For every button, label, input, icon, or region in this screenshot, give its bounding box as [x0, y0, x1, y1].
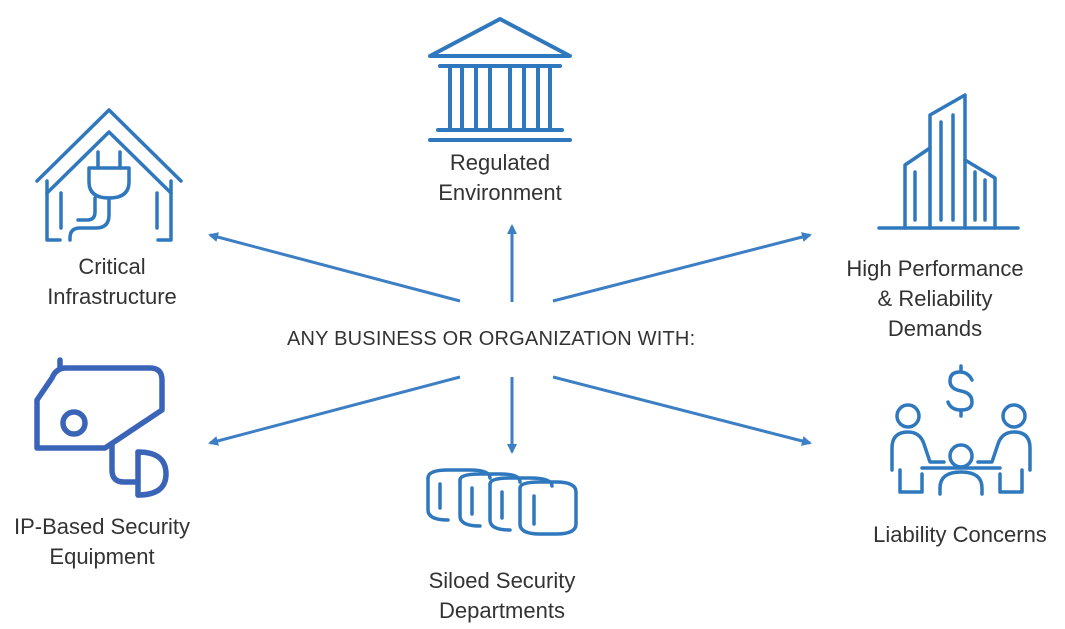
label-ip-based-security: IP-Based Security Equipment — [2, 512, 202, 572]
label-line: Regulated — [449, 150, 551, 175]
security-camera-icon — [34, 357, 169, 498]
label-liability-concerns: Liability Concerns — [855, 520, 1065, 550]
label-line: Environment — [438, 180, 562, 205]
label-line: & Reliability — [877, 286, 993, 311]
arrow-to-high-performance — [552, 232, 812, 303]
label-critical-infrastructure: Critical Infrastructure — [22, 252, 202, 312]
silo-cylinders-icon — [426, 468, 578, 536]
label-line: Infrastructure — [47, 284, 177, 309]
label-line: Liability Concerns — [873, 522, 1047, 547]
arrow-to-liability-concerns — [552, 375, 812, 446]
house-plug-icon — [35, 108, 183, 242]
label-line: Equipment — [49, 544, 155, 569]
label-line: Siloed Security — [428, 568, 576, 593]
arrow-to-critical-infrastructure — [208, 232, 461, 303]
label-regulated-environment: Regulated Environment — [410, 148, 590, 208]
label-line: Critical — [78, 254, 146, 279]
skyscraper-icon — [877, 93, 1020, 230]
label-line: IP-Based Security — [13, 514, 191, 539]
label-siloed-security: Siloed Security Departments — [412, 566, 592, 626]
label-line: Departments — [439, 598, 565, 623]
label-line: High Performance — [846, 256, 1024, 281]
bank-building-icon — [428, 17, 572, 142]
label-line: Demands — [887, 316, 983, 341]
arrow-to-ip-based-security — [208, 375, 461, 446]
meeting-dollar-icon — [890, 364, 1032, 496]
center-statement: ANY BUSINESS OR ORGANIZATION WITH: — [287, 328, 696, 350]
label-high-performance: High Performance & Reliability Demands — [830, 254, 1040, 344]
